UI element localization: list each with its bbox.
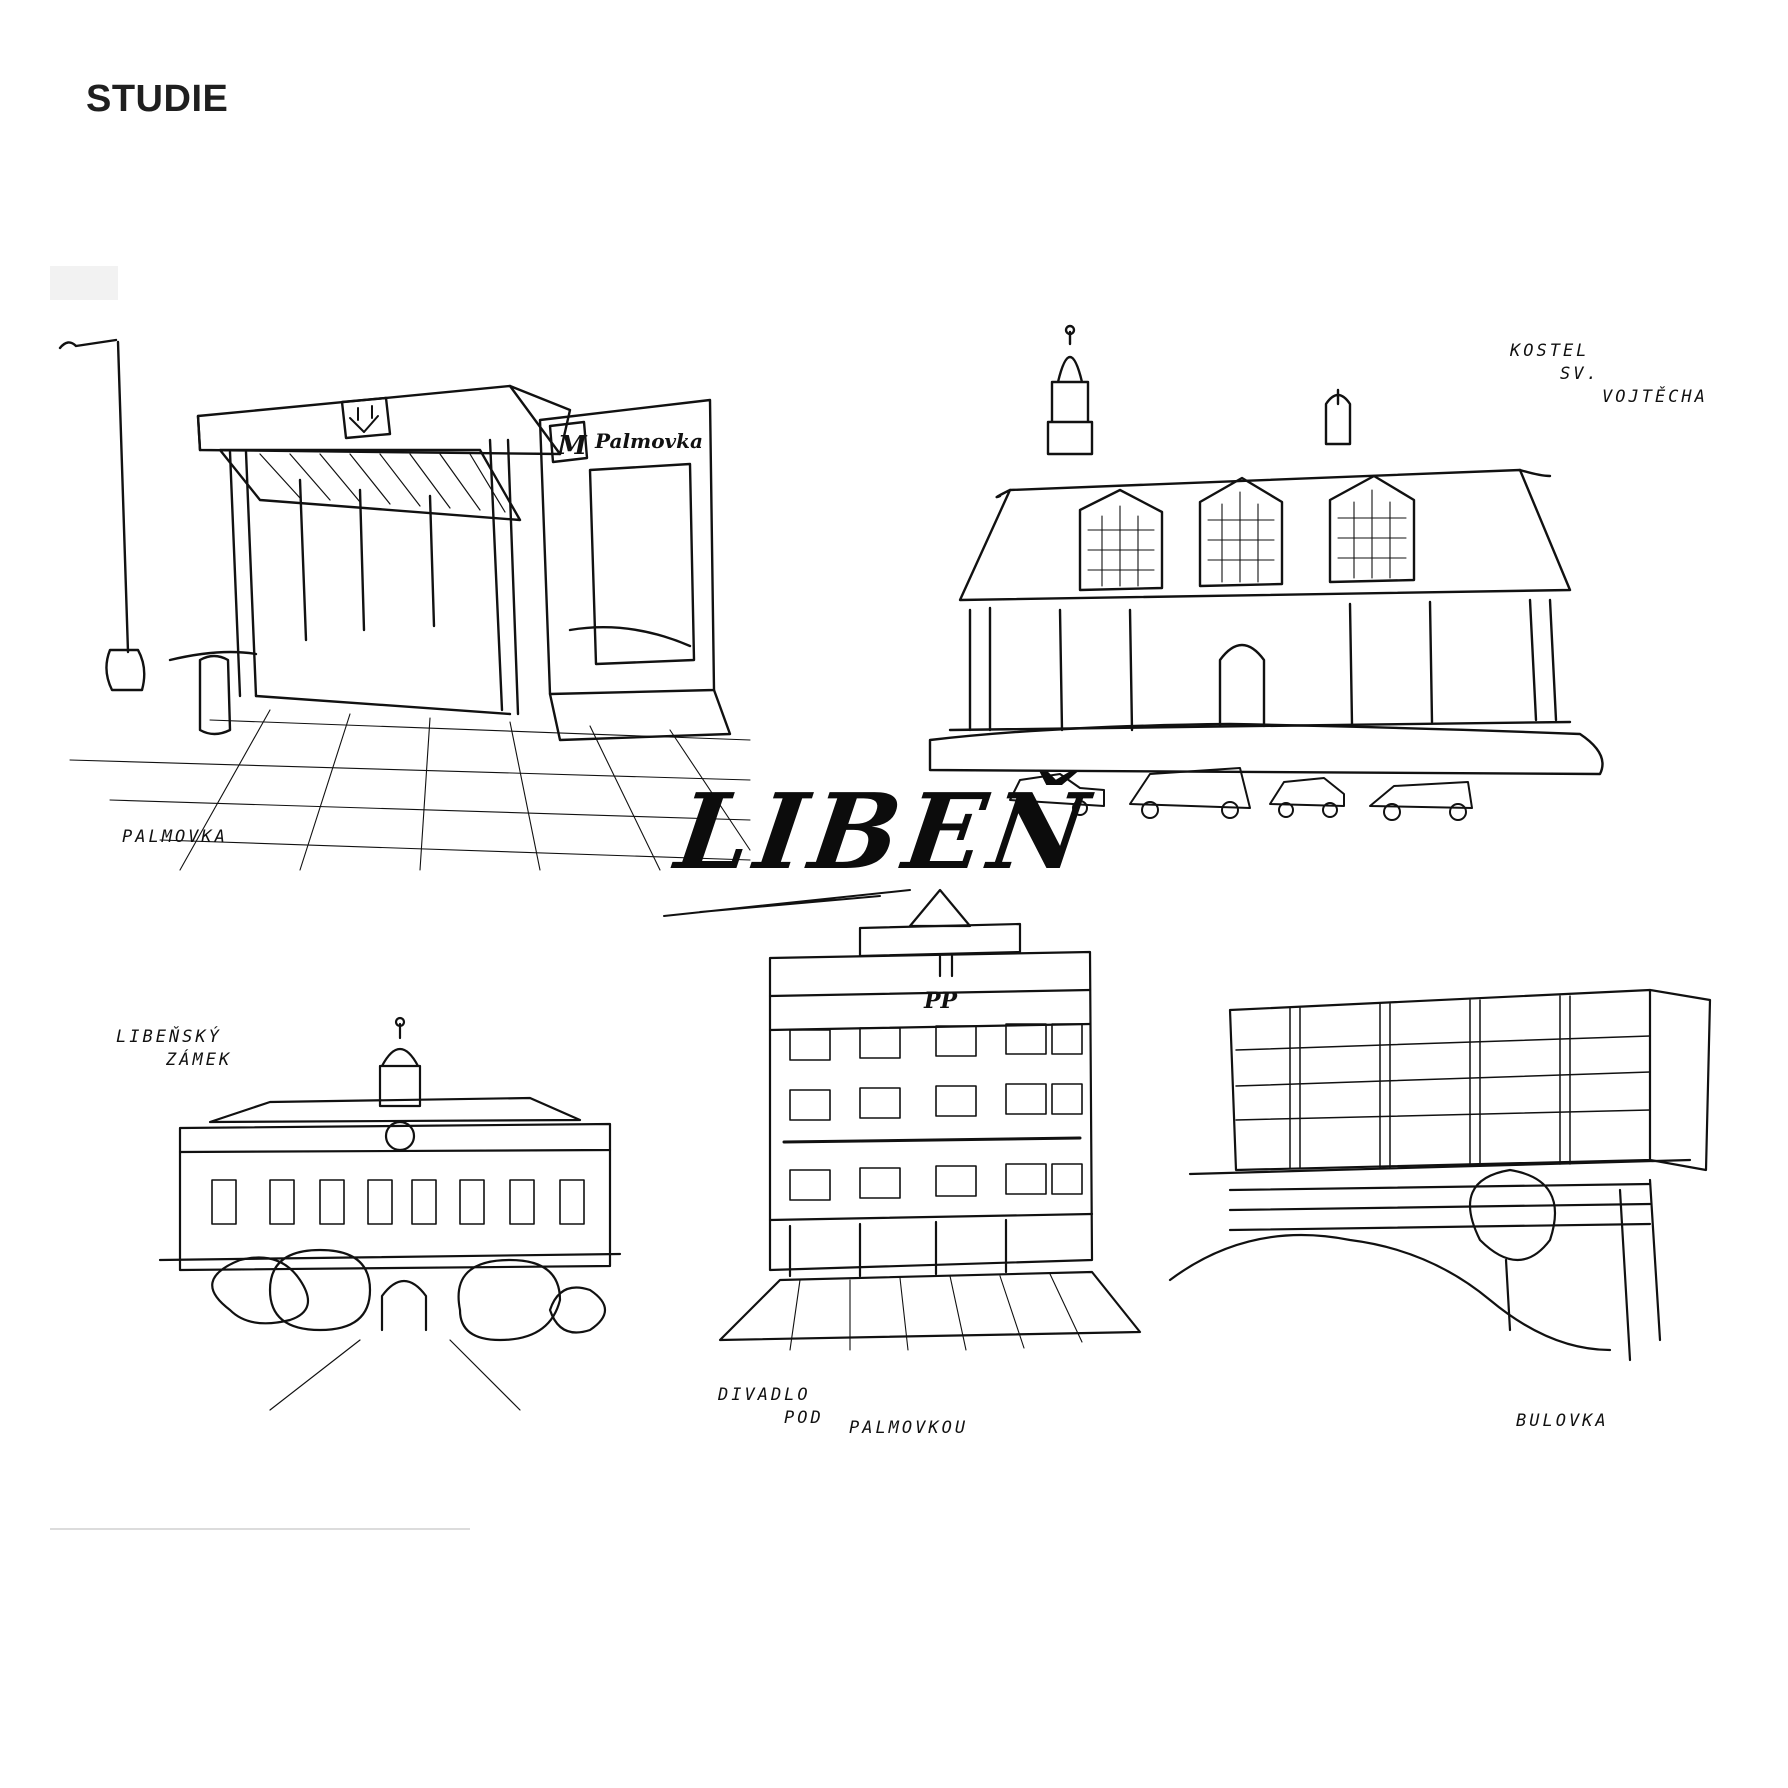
metro-sign-symbol: M: [557, 431, 588, 461]
bulovka-sketch: [1168, 988, 1712, 1362]
sheet-edge-line: [50, 1528, 470, 1530]
palmovka-sketch: M Palmovka: [58, 338, 751, 871]
kostel-sketch: [928, 324, 1604, 821]
caption-zamek: LIBEŇSKÝ ZÁMEK: [116, 1027, 233, 1070]
page-title: STUDIE: [86, 78, 229, 120]
caption-palmovka: PALMOVKA: [122, 827, 228, 847]
sheet-edge-shadow: [50, 266, 118, 300]
zamek-sketch: [158, 1016, 622, 1411]
caption-divadlo: DIVADLO POD PALMOVKOU: [718, 1385, 969, 1438]
metro-sign-text: Palmovka: [594, 429, 703, 453]
facade-letters: PP: [923, 988, 959, 1014]
caption-kostel: KOSTEL SV. VOJTĚCHA: [1510, 341, 1708, 407]
title-underline: [663, 889, 911, 917]
cars: [1009, 767, 1473, 821]
caption-bulovka: BULOVKA: [1516, 1411, 1609, 1431]
poster-title: LIBEŇ: [669, 770, 1101, 893]
divadlo-sketch: PP: [718, 888, 1142, 1351]
sketch-sheet: [50, 266, 1750, 1530]
